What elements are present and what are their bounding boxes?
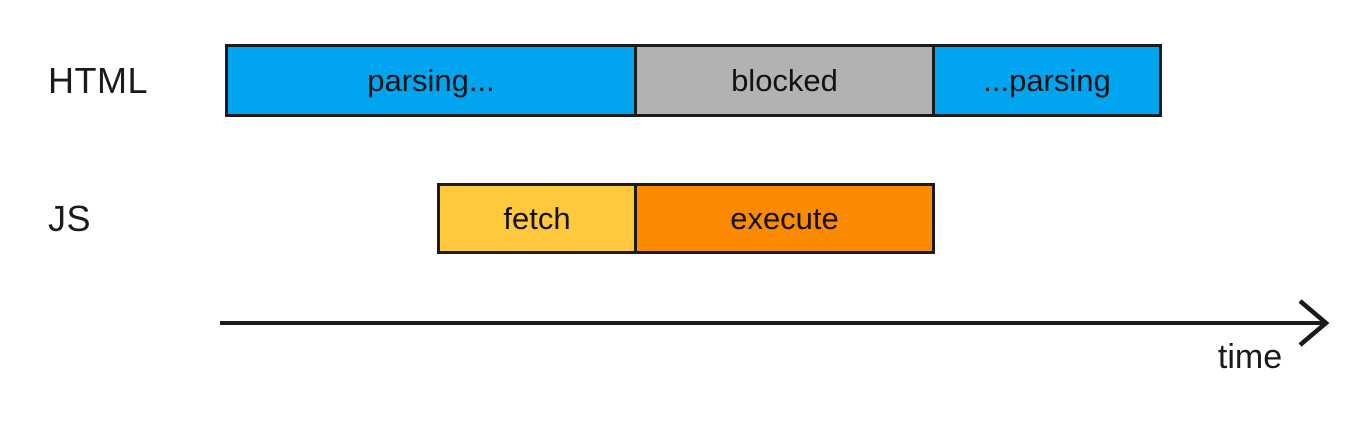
row-label-html: HTML [48,59,148,101]
time-axis-label: time [1217,338,1283,376]
row-label-js: JS [48,197,92,239]
segment-blocked: blocked [634,44,935,117]
segment-parsing-start: parsing... [225,44,637,117]
js-track: fetch execute [437,183,935,254]
html-track: parsing... blocked ...parsing [225,44,1162,117]
segment-execute: execute [634,183,935,254]
arrowhead-icon [1298,299,1330,347]
segment-parsing-resume: ...parsing [932,44,1162,117]
segment-fetch: fetch [437,183,637,254]
